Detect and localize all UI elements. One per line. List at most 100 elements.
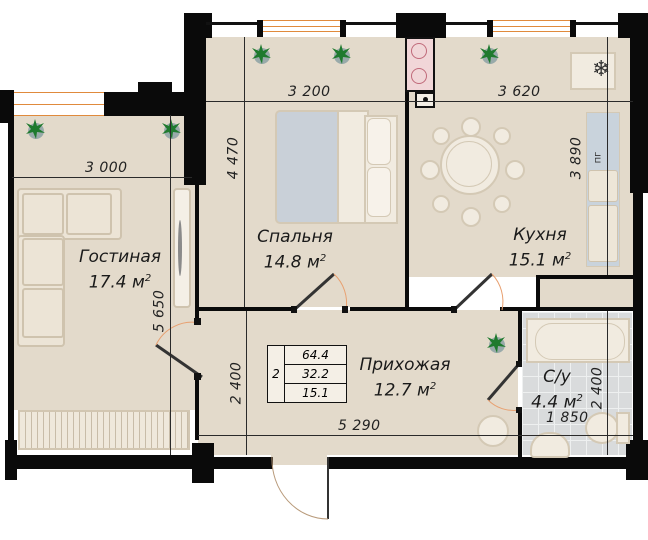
- dim-kitchen-width: 3 620: [498, 84, 541, 100]
- wall-outer-right-lower: [633, 190, 643, 480]
- plant-icon: [162, 119, 181, 139]
- door-entrance[interactable]: [270, 457, 330, 527]
- wall-outer-right: [630, 13, 648, 193]
- washbasin: [530, 432, 570, 458]
- bathtub-inner: [535, 323, 625, 360]
- wall-bottom-mid: [211, 457, 273, 469]
- round-ottoman: [477, 415, 509, 447]
- sink: [588, 205, 618, 262]
- plant-icon: [487, 333, 506, 353]
- chair-e: [505, 160, 525, 180]
- wall-outer-left: [0, 90, 14, 123]
- door-bedroom[interactable]: [290, 270, 360, 315]
- wall-top-bedroom-left: [206, 22, 260, 25]
- room-label-kitchen: Кухня 15.1 м2: [495, 225, 585, 272]
- living-area: 32.2: [285, 365, 346, 384]
- kitchen-area: 15.1: [302, 386, 329, 400]
- dim-living-width: 3 000: [85, 160, 128, 176]
- door-living-room[interactable]: [150, 315, 205, 385]
- window-bedroom[interactable]: [260, 20, 340, 32]
- door-bathroom[interactable]: [485, 360, 525, 415]
- dimline-kitchen-width: [408, 101, 633, 102]
- dimline-bedroom-width: [206, 101, 406, 102]
- window-kitchen[interactable]: [490, 20, 570, 32]
- wall-bedroom-left: [184, 13, 206, 185]
- wall-outer-left-lower: [8, 115, 14, 455]
- tv-stand: [173, 188, 191, 308]
- room-area: 4.4 м2: [531, 392, 583, 413]
- pillow-2: [367, 167, 391, 217]
- dimline-hallway-depth: [246, 311, 247, 455]
- wall-bedroom-hallway: [199, 307, 294, 311]
- room-label-bathroom: С/у 4.4 м2: [522, 367, 592, 414]
- fridge: [570, 52, 616, 90]
- door-kitchen[interactable]: [440, 270, 510, 315]
- dim-kitchen-depth: 3 890: [568, 136, 585, 180]
- wall-jamb-kit-1: [487, 20, 493, 37]
- wall-living-top-bump: [138, 82, 172, 94]
- chair-n: [461, 117, 481, 137]
- vent-circle-1: [411, 43, 427, 59]
- dimline-kitchen-depth: [607, 37, 608, 275]
- sofa-cushion-4: [22, 288, 64, 338]
- dim-hallway-depth: 2 400: [228, 361, 245, 405]
- sofa-cushion-3: [22, 238, 64, 286]
- snowflake-icon: ❄: [592, 57, 611, 82]
- sofa-cushion-2: [66, 193, 112, 235]
- dimline-living-depth: [170, 115, 171, 455]
- dining-table-inner: [446, 141, 492, 187]
- room-label-bedroom: Спальня 14.8 м2: [240, 227, 350, 274]
- wall-bottom-right: [327, 457, 643, 469]
- wall-closet-left: [536, 275, 540, 309]
- room-area: 12.7 м2: [373, 380, 437, 401]
- tv: [178, 220, 182, 276]
- pillow-1: [367, 118, 391, 165]
- wall-top-kitchen-left: [446, 22, 490, 25]
- floor-hallway: [198, 310, 518, 455]
- wall-top-bedroom-right: [346, 22, 396, 25]
- room-count: 2: [268, 346, 285, 402]
- room-name: Кухня: [513, 225, 567, 245]
- chair-ne: [493, 127, 511, 145]
- sofa-cushion-1: [22, 193, 64, 235]
- room-label-living: Гостиная 17.4 м2: [60, 247, 180, 294]
- room-area: 14.8 м2: [263, 252, 327, 273]
- dim-bedroom-width: 3 200: [288, 84, 331, 100]
- wall-bottom-column-left: [192, 443, 214, 483]
- plant-icon: [480, 44, 499, 64]
- room-name: Прихожая: [359, 355, 451, 375]
- cooktop: [588, 170, 618, 202]
- toilet-tank: [616, 412, 630, 444]
- wall-closet-top: [536, 275, 633, 279]
- radiator: [18, 410, 190, 450]
- wall-living-hallway: [195, 185, 199, 320]
- total-area: 64.4: [285, 346, 346, 365]
- floor-closet-niche: [540, 278, 633, 308]
- vent-circle-2: [411, 68, 427, 84]
- chair-s: [461, 207, 481, 227]
- wall-bathroom-left: [518, 311, 522, 366]
- chair-nw: [432, 127, 450, 145]
- plant-icon: [332, 44, 351, 64]
- area-summary-table: 2 64.4 32.2 15.1: [267, 345, 347, 403]
- bed-blanket: [337, 110, 369, 224]
- wall-bottom-left: [8, 455, 211, 469]
- wall-top-kitchen-right: [576, 22, 620, 25]
- window-living-room[interactable]: [14, 92, 104, 116]
- room-area: 15.1 м2: [508, 250, 572, 271]
- dimline-living-width: [12, 177, 192, 178]
- wall-hallway-mid: [350, 307, 455, 311]
- chair-w: [420, 160, 440, 180]
- room-name: Спальня: [257, 227, 333, 247]
- wall-column-top-mid: [396, 13, 446, 38]
- room-name: С/у: [543, 367, 571, 387]
- room-name: Гостиная: [79, 247, 161, 267]
- wall-jamb-bed-2: [340, 20, 346, 37]
- dim-bedroom-depth: 4 470: [225, 136, 242, 180]
- wall-jamb-kit-2: [570, 20, 576, 37]
- room-label-hallway: Прихожая 12.7 м2: [350, 355, 460, 402]
- toilet: [585, 412, 619, 444]
- riser-dot: [423, 97, 428, 102]
- dim-hallway-width: 5 290: [338, 418, 381, 434]
- floor-entry-niche: [271, 455, 327, 465]
